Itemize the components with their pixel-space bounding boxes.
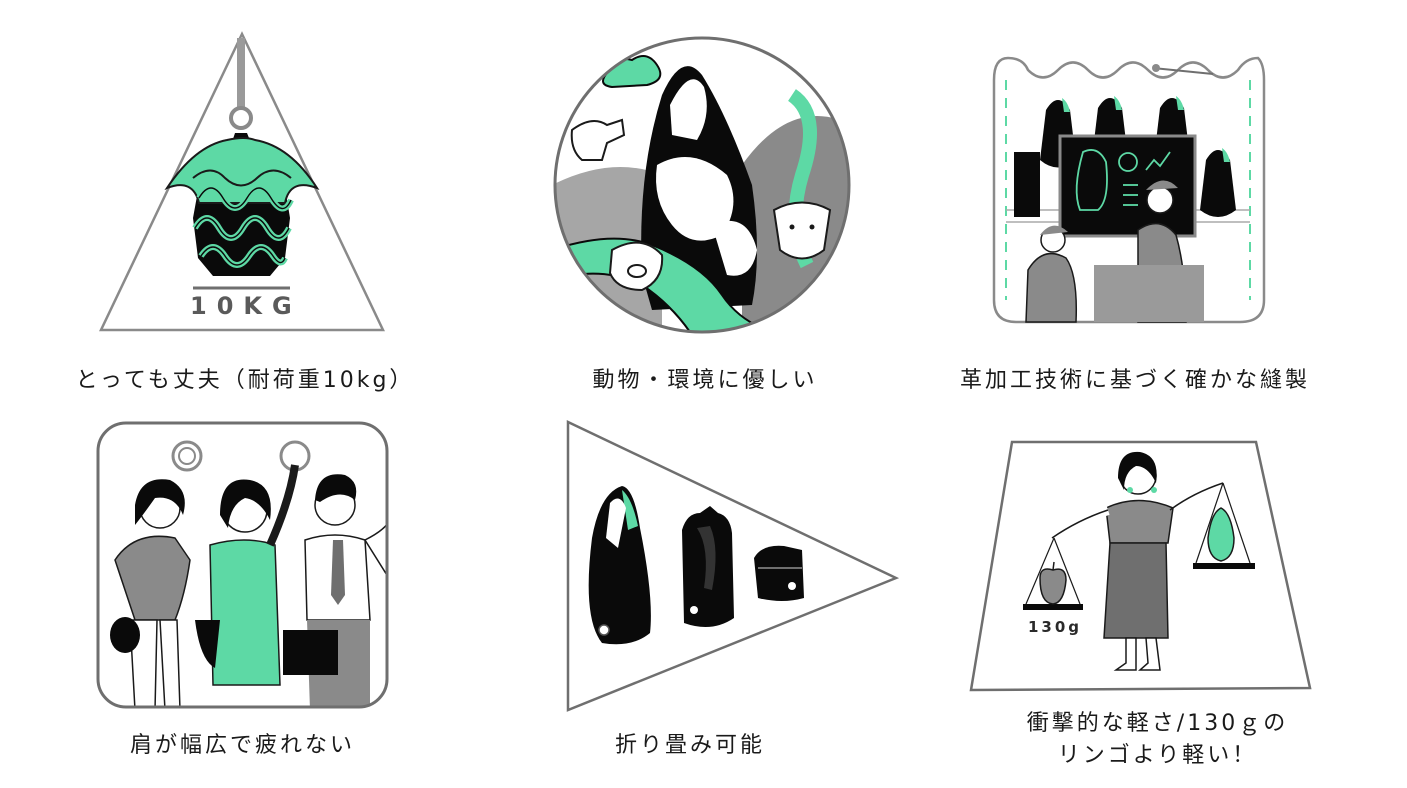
commuters-illustration [96, 421, 389, 709]
caption-shoulder: 肩が幅広で疲れない [129, 733, 355, 758]
feature-durable: 10KG [95, 28, 390, 338]
feature-craft [988, 50, 1268, 328]
net-bag-illustration [99, 31, 385, 332]
feature-eco [552, 35, 852, 335]
feature-shoulder [95, 420, 390, 710]
caption-durable: とっても丈夫（耐荷重10kg） [75, 368, 415, 393]
feature-foldable [562, 418, 902, 718]
balance-scale-illustration [969, 440, 1312, 692]
weight-badge: 10KG [190, 292, 302, 320]
feature-light: 130g [968, 438, 1313, 694]
caption-eco: 動物・環境に優しい [592, 368, 818, 393]
factory-illustration [992, 56, 1266, 324]
fold-steps-illustration [566, 420, 900, 712]
caption-light: 衝撃的な軽さ/130ｇの リンゴより軽い！ [1026, 711, 1289, 768]
caption-foldable: 折り畳み可能 [614, 733, 765, 758]
apple-weight-label: 130g [1027, 618, 1083, 636]
eco-scene-illustration [553, 36, 851, 334]
caption-craft: 革加工技術に基づく確かな縫製 [959, 368, 1310, 393]
